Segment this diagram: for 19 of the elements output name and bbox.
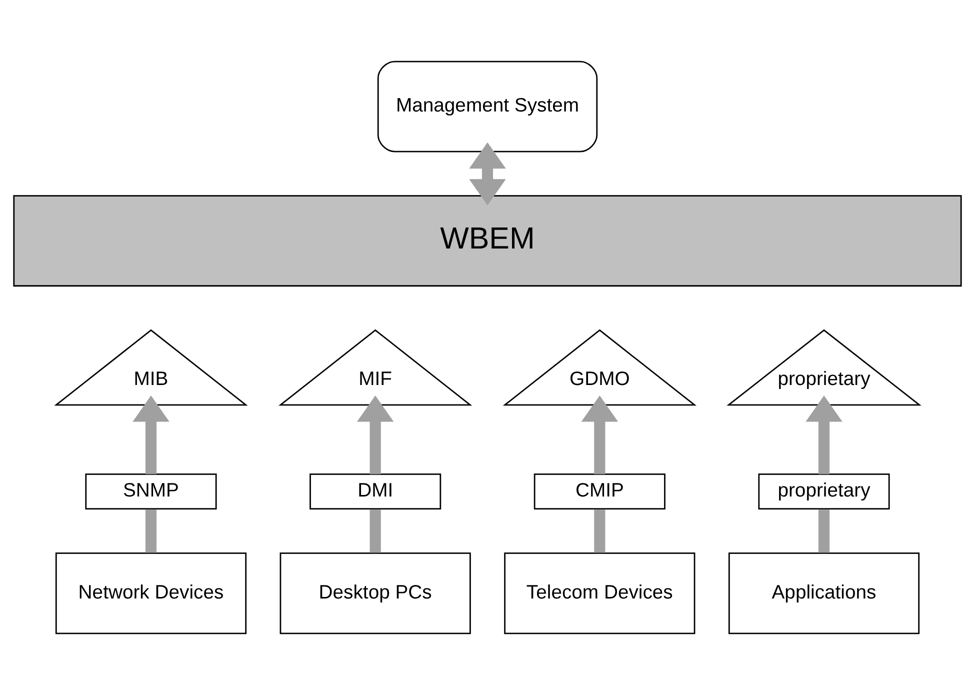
arrow: [806, 396, 842, 474]
node-box: Applications: [728, 552, 920, 634]
arrow: [132, 396, 170, 474]
node-box: DMI: [310, 474, 442, 510]
connector: [370, 509, 381, 553]
connector: [145, 509, 157, 553]
arrow: [581, 396, 618, 474]
connector: [818, 509, 830, 553]
node-box: Desktop PCs: [280, 552, 471, 634]
arrow: [356, 396, 394, 474]
arrow: [469, 142, 506, 206]
connector: [594, 509, 606, 553]
node-box: proprietary: [758, 474, 890, 510]
node-box: SNMP: [85, 474, 217, 510]
node-box: Management System: [377, 60, 598, 152]
node-box: WBEM: [13, 195, 962, 287]
node-box: Network Devices: [55, 552, 247, 634]
node-box: CMIP: [534, 474, 666, 510]
node-box: Telecom Devices: [504, 552, 696, 634]
